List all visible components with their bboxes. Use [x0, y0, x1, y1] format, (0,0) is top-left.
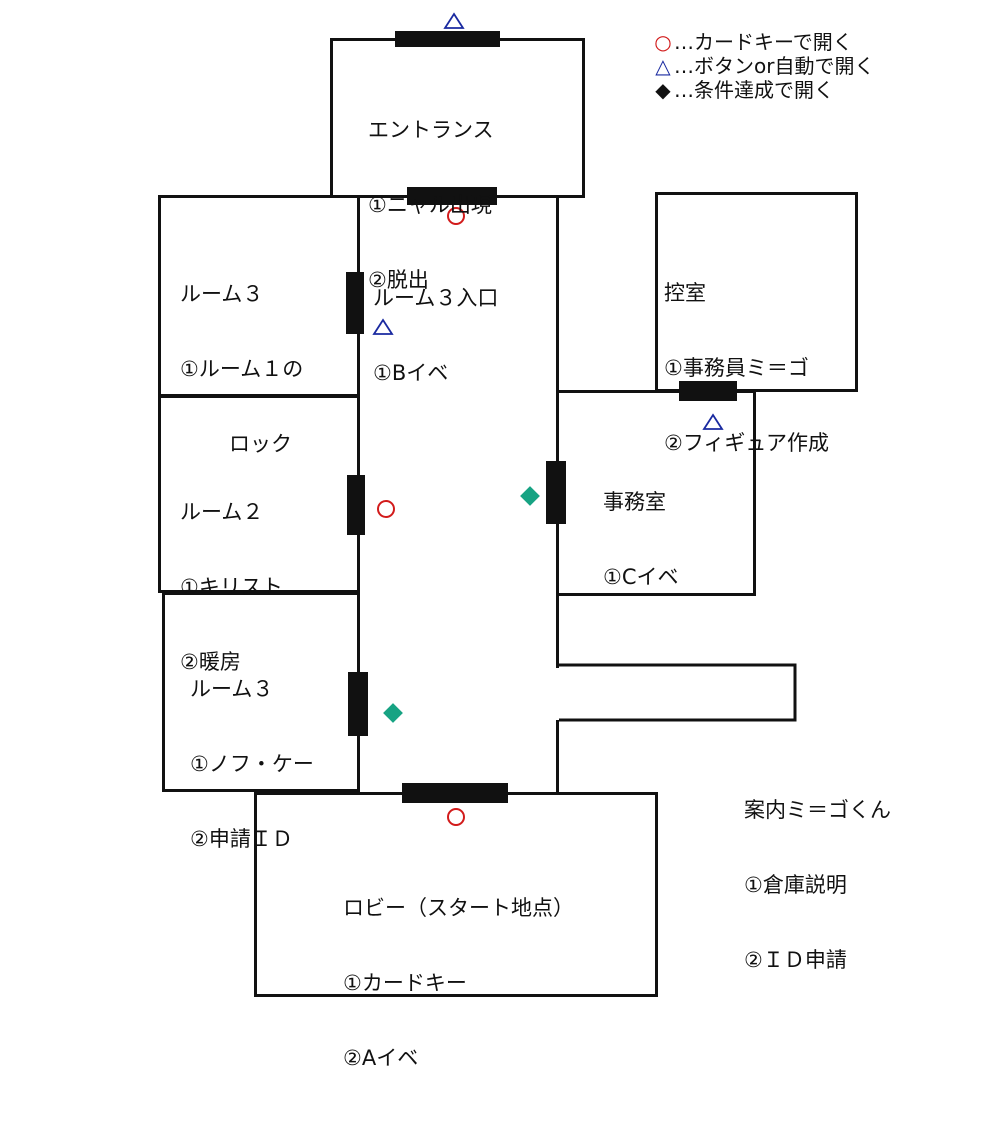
room-item: ①Bイベ: [373, 361, 449, 385]
legend-condition-text: …条件達成で開く: [674, 78, 834, 102]
legend-card-key-text: …カードキーで開く: [674, 30, 853, 54]
label-entrance: エントランス ①ニャル出現 ②脱出: [368, 68, 494, 343]
room-title: ルーム２: [180, 500, 264, 524]
room-ante: [655, 192, 858, 392]
room-title: ルーム３: [180, 282, 264, 306]
label-office: 事務室 ①Cイベ: [603, 440, 679, 640]
legend-card-key: ○…カードキーで開く: [652, 30, 874, 54]
circle-icon: ○: [654, 30, 672, 54]
room-item: ①倉庫説明: [744, 873, 847, 897]
legend-condition: ◆…条件達成で開く: [652, 78, 874, 102]
room-lobby: [254, 792, 658, 997]
room-item: ①ルーム１の: [180, 357, 304, 381]
room-item: ②暖房: [180, 650, 241, 674]
door-ante: [679, 381, 737, 401]
room-title: ロビー（スタート地点）: [343, 896, 574, 920]
room-item: ②ＩＤ申請: [744, 948, 847, 972]
legend-button-auto-text: …ボタンor自動で開く: [674, 54, 875, 78]
door-entrance-top: [395, 31, 500, 47]
room-title: ルーム３入口: [373, 286, 499, 310]
legend-button-auto: △…ボタンor自動で開く: [652, 54, 874, 78]
label-guide: 案内ミ＝ゴくん ①倉庫説明 ②ＩＤ申請: [744, 748, 891, 1023]
room-item: ①ニャル出現: [368, 193, 492, 217]
door-room3-bottom: [348, 672, 368, 736]
label-room2: ルーム２ ①キリスト ②暖房: [180, 450, 283, 725]
room-office: [556, 390, 756, 596]
room-title: 控室: [664, 281, 706, 305]
triangle-icon: [443, 12, 465, 29]
circle-icon: [447, 808, 465, 826]
room-item: ②申請ＩＤ: [190, 827, 293, 851]
triangle-icon: [372, 318, 394, 335]
door-room2: [347, 475, 365, 535]
room-item: ①Cイベ: [603, 565, 679, 589]
room-item: ①キリスト: [180, 575, 283, 599]
room-item: ②脱出: [368, 268, 429, 292]
room-item: ロック: [208, 432, 292, 456]
label-ante-room: 控室 ①事務員ミ＝ゴ ②フィギュア作成: [664, 231, 829, 506]
room-item: ①カードキー: [343, 971, 467, 995]
room-item: ②Aイベ: [343, 1046, 419, 1070]
room-item: ①ノフ・ケー: [190, 752, 314, 776]
room-title: ルーム３: [190, 677, 274, 701]
diamond-icon: ◆: [655, 78, 671, 102]
circle-icon: [377, 500, 395, 518]
room-title: エントランス: [368, 118, 494, 142]
legend: ○…カードキーで開く △…ボタンor自動で開く ◆…条件達成で開く: [652, 30, 874, 102]
triangle-icon: [702, 413, 724, 430]
side-passage: [559, 663, 797, 722]
door-entrance-bottom: [407, 187, 497, 205]
room-entrance: [330, 38, 585, 198]
label-room3-entry: ルーム３入口 ①Bイベ: [373, 236, 498, 436]
label-lobby: ロビー（スタート地点） ①カードキー ②Aイベ: [343, 846, 574, 1121]
triangle-icon: △: [655, 54, 671, 78]
door-office: [546, 461, 566, 524]
circle-icon: [447, 207, 465, 225]
floor-map: ○…カードキーで開く △…ボタンor自動で開く ◆…条件達成で開く: [158, 12, 891, 1070]
room-title: 案内ミ＝ゴくん: [744, 798, 891, 822]
label-room3-top: ルーム３ ①ルーム１の ロック: [180, 232, 303, 507]
label-room3-bottom: ルーム３ ①ノフ・ケー ②申請ＩＤ: [190, 627, 314, 902]
room-item: ②フィギュア作成: [664, 431, 829, 455]
door-lobby: [402, 783, 508, 803]
room-item: ①事務員ミ＝ゴ: [664, 356, 809, 380]
room-title: 事務室: [603, 490, 666, 514]
door-room3-top: [346, 272, 364, 334]
